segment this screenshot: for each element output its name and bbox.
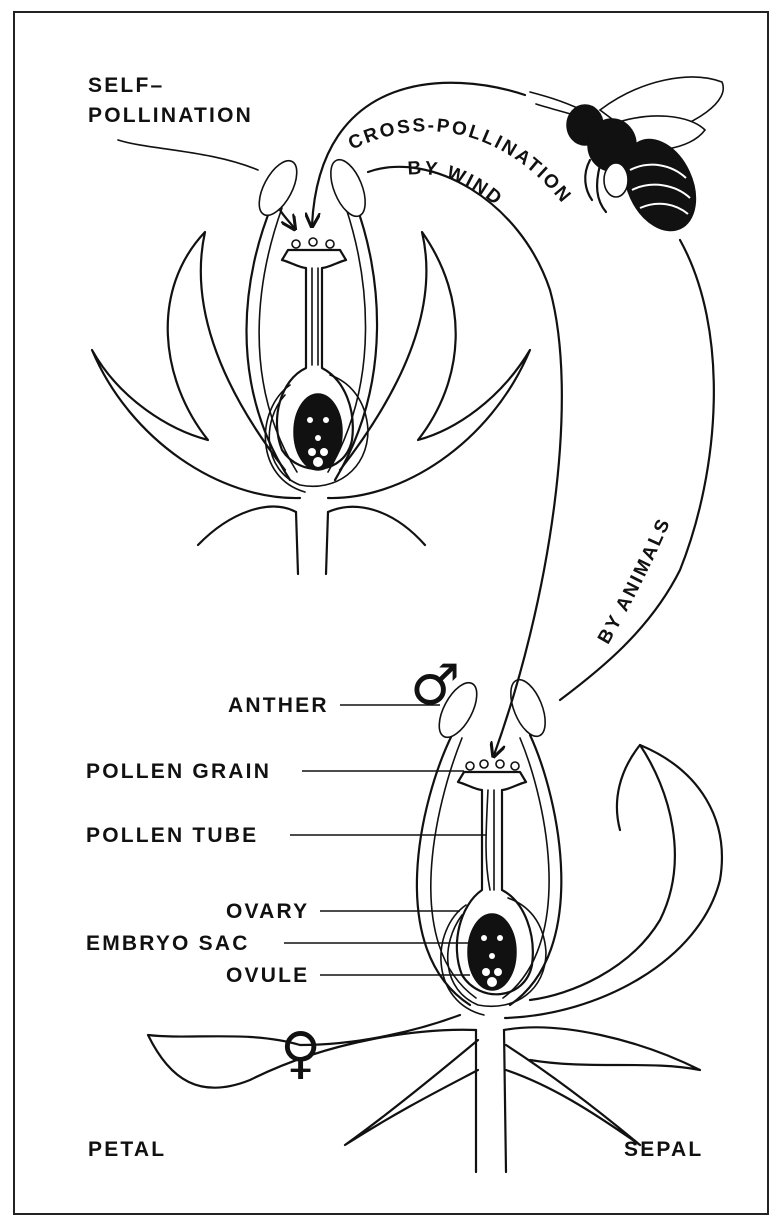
wind-pollination-arrow: [368, 167, 562, 755]
self-pollination-label-line1: SELF–: [88, 74, 164, 97]
by-animals-label: BY ANIMALS: [594, 514, 675, 647]
pollen-tube-label: POLLEN TUBE: [86, 824, 258, 847]
upper-pollen-3: [326, 240, 334, 248]
upper-flower: [92, 155, 530, 574]
upper-anther-left: [252, 155, 305, 221]
ovary-label: OVARY: [226, 900, 309, 923]
labels: SELF– POLLINATION CROSS-POLLINATION BY W…: [86, 74, 703, 1161]
cross-pollination-label: CROSS-POLLINATION: [345, 115, 576, 208]
upper-petal-right: [328, 232, 530, 498]
lower-sepal-lower-left: [345, 1040, 478, 1145]
self-pollination-label-line2: POLLINATION: [88, 104, 253, 127]
lower-pollen-2: [480, 760, 488, 768]
upper-pollen-2: [309, 238, 317, 246]
upper-pollen-1: [292, 240, 300, 248]
petal-label: PETAL: [88, 1138, 166, 1161]
anther-label: ANTHER: [228, 694, 329, 717]
embryo-sac-label: EMBRYO SAC: [86, 932, 250, 955]
animal-pollination-line: [560, 240, 714, 700]
female-symbol: ♀: [280, 1021, 321, 1086]
upper-sepal-left: [198, 507, 296, 545]
lower-pollen-1: [466, 762, 474, 770]
lower-petal-right-fold: [617, 745, 640, 830]
upper-sepal-right: [328, 507, 425, 545]
by-wind-label: BY WIND: [407, 158, 507, 211]
self-pollination-leader: [118, 140, 258, 170]
lower-flower: [148, 675, 722, 1172]
upper-anther-right: [324, 155, 372, 221]
upper-filament-left-outer: [246, 205, 290, 480]
upper-stem: [296, 512, 298, 574]
ovule-label: OVULE: [226, 964, 309, 987]
lower-pollen-3: [496, 760, 504, 768]
lower-pollen-tube: [486, 790, 494, 890]
lower-pollen-4: [511, 762, 519, 770]
pollen-grain-label: POLLEN GRAIN: [86, 760, 271, 783]
self-pollination-arrow: [280, 210, 294, 228]
lower-sepal-lower-right: [506, 1045, 640, 1145]
bee-illustration: [530, 77, 723, 242]
upper-style: [312, 268, 318, 365]
upper-stem-right: [326, 512, 328, 574]
male-symbol: ♂: [410, 653, 460, 718]
sepal-label: SEPAL: [624, 1138, 703, 1161]
lower-anther-right: [504, 675, 552, 741]
lower-filament-right-outer: [510, 735, 561, 1005]
lower-stem-right: [504, 1030, 506, 1172]
